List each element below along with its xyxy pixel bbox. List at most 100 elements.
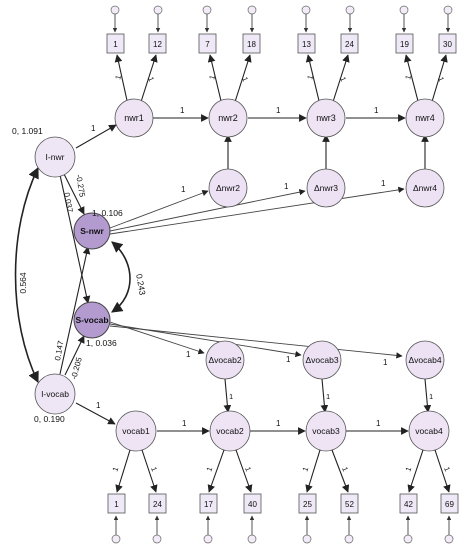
- nwr-latents: nwr1 nwr2 nwr3 nwr4: [114, 98, 445, 138]
- loading-label: 1: [110, 466, 120, 473]
- i-nwr-to-s-vocab: [59, 174, 91, 304]
- path-label: 1: [229, 392, 233, 401]
- error-circle: [443, 5, 453, 15]
- error-circle: [203, 534, 213, 544]
- indicator-box: [438, 33, 457, 54]
- nwr-change-latents: Δnwr2 Δnwr3 Δnwr4: [208, 168, 445, 208]
- indicator-box: [243, 493, 262, 514]
- latent-label: nwr3: [316, 113, 336, 123]
- indicator-label: 69: [445, 500, 454, 509]
- indicator-box: [399, 493, 418, 514]
- cov-intercepts: [14, 166, 39, 384]
- vocab-latents: vocab1 vocab2 vocab3 vocab4: [115, 410, 450, 452]
- loading-label: 1: [442, 466, 452, 473]
- latent-nwr4: [405, 98, 445, 138]
- loading-label: 1: [340, 466, 350, 473]
- latent-vocab3: [305, 410, 347, 452]
- factor-label: S-nwr: [80, 226, 104, 236]
- indicator-label: 25: [303, 500, 312, 509]
- loading-label: 1: [243, 466, 253, 473]
- indicator-label: 1: [114, 500, 119, 509]
- loading-label: 1: [207, 74, 217, 80]
- loading-label: 1: [149, 466, 159, 473]
- latent-label: Δnwr2: [216, 183, 240, 193]
- latent-label: Δnwr4: [413, 183, 437, 193]
- cov-label: 0.564: [18, 272, 28, 294]
- vocab-indicators: 1 24 17 40 25 52 42 69: [107, 493, 459, 514]
- error-circle: [444, 534, 454, 544]
- indicator-label: 12: [153, 40, 162, 49]
- vocab-indicator-errors: [111, 534, 454, 544]
- latent-label: Δnwr3: [314, 183, 338, 193]
- path-label: 1: [180, 106, 185, 115]
- path-label: 0.037: [62, 192, 74, 214]
- error-circle: [152, 534, 162, 544]
- nwr-loadings: [114, 54, 448, 106]
- variance-label: 0, 0.190: [34, 414, 65, 424]
- i-nwr-to-s-nwr: [63, 173, 85, 215]
- i-vocab-to-vocab1: [75, 402, 116, 425]
- latent-label: vocab4: [415, 426, 443, 436]
- error-circle: [344, 534, 354, 544]
- slope-nwr: [73, 212, 111, 250]
- intercept-vocab: [34, 373, 76, 415]
- error-circle: [302, 534, 312, 544]
- indicator-label: 52: [345, 500, 354, 509]
- indicator-label: 42: [404, 500, 413, 509]
- latent-label: Δvocab2: [208, 355, 241, 365]
- indicator-box: [395, 33, 414, 54]
- loading-label: 1: [240, 76, 250, 83]
- factor-label: I-nwr: [46, 152, 65, 162]
- cov-slopes: [111, 241, 131, 313]
- nwr-error-arrows: [112, 14, 451, 33]
- indicator-label: 1: [113, 40, 118, 49]
- i-nwr-to-nwr1: [75, 124, 117, 149]
- nwr-indicator-errors: [110, 5, 453, 15]
- vocab-change-paths: 1 1 1: [223, 378, 433, 413]
- latent-vocab2: [209, 410, 251, 452]
- s-vocab-paths: 1 1 1: [109, 321, 403, 367]
- latent-label: nwr2: [218, 113, 238, 123]
- path-label: -0.275: [74, 174, 87, 198]
- loading-label: 1: [403, 74, 413, 80]
- loading-label: 1: [338, 76, 348, 83]
- path-label: 1: [376, 419, 381, 428]
- path-label: 0.147: [53, 340, 65, 362]
- factor-label: I-vocab: [41, 389, 69, 399]
- error-circle: [110, 5, 120, 15]
- nwr-loading-labels: 1 1 1 1 1 1 1 1: [113, 74, 446, 82]
- indicator-label: 13: [302, 40, 311, 49]
- indicator-box: [148, 493, 167, 514]
- nwr-autoregressive-paths: 1 1 1: [153, 106, 406, 122]
- factor-label: S-vocab: [75, 315, 108, 325]
- latent-vocab1: [115, 410, 157, 452]
- error-circle: [399, 5, 409, 15]
- indicator-box: [340, 493, 359, 514]
- path-label: 1: [96, 401, 101, 410]
- error-circle: [247, 534, 257, 544]
- variance-label: 1, 0.036: [86, 338, 117, 348]
- latent-nwr1: [114, 98, 154, 138]
- indicator-label: 24: [345, 40, 354, 49]
- indicator-box: [198, 33, 217, 54]
- path-label: 1: [91, 124, 96, 133]
- change-latent-nwr2: [208, 168, 248, 208]
- indicator-label: 7: [205, 40, 210, 49]
- loading-label: 1: [300, 466, 310, 473]
- error-circle: [345, 5, 355, 15]
- i-vocab-to-s-vocab: [64, 335, 85, 376]
- loading-label: 1: [403, 466, 413, 473]
- error-circle: [301, 5, 311, 15]
- s-nwr-paths: 1 1 1: [109, 179, 405, 235]
- loading-label: 1: [204, 466, 214, 473]
- latent-nwr2: [208, 98, 248, 138]
- loading-label: 1: [146, 76, 156, 83]
- path-label: 1: [383, 358, 388, 367]
- variance-label: 0, 1.091: [12, 126, 43, 136]
- path-label: 1: [181, 185, 186, 194]
- variance-label: 1, 0.106: [92, 208, 123, 218]
- latent-nwr3: [306, 98, 346, 138]
- latent-vocab4: [408, 410, 450, 452]
- indicator-label: 40: [248, 500, 257, 509]
- error-circle: [153, 5, 163, 15]
